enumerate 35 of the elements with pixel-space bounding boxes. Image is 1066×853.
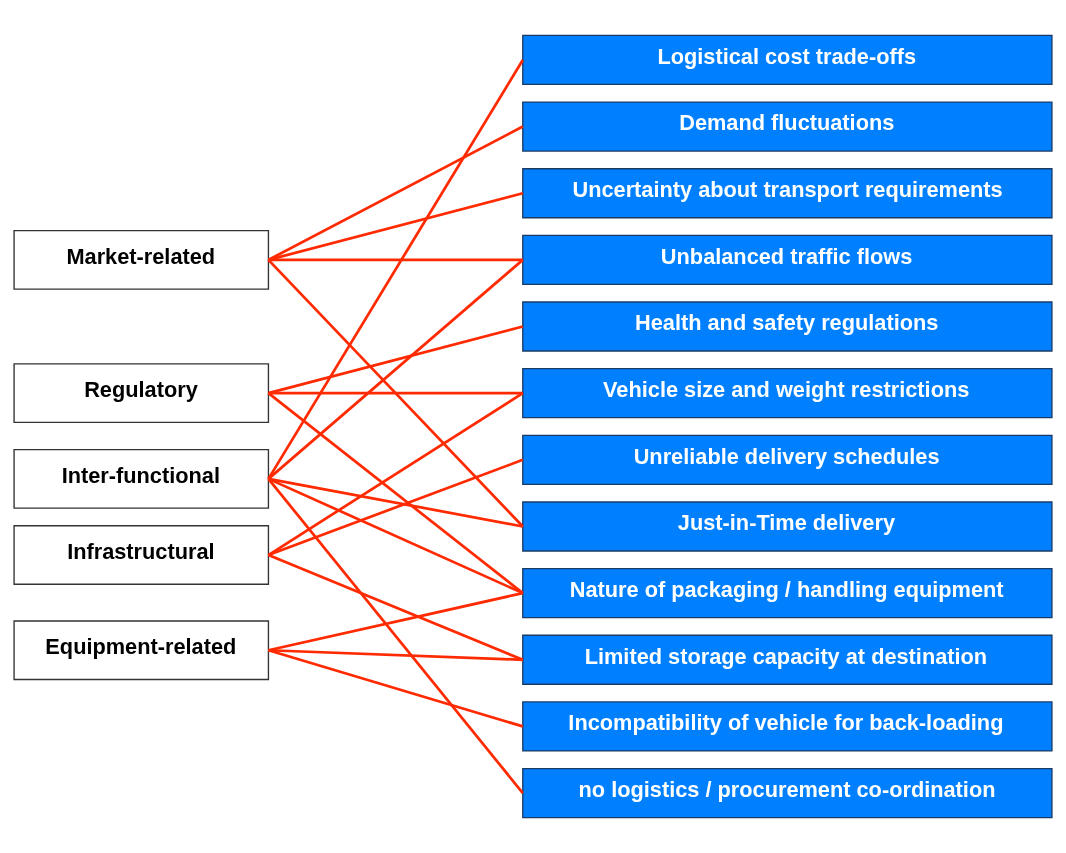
node-box: Inter-functional xyxy=(13,448,270,509)
connector xyxy=(268,477,524,528)
node-box: Health and safety regulations xyxy=(522,301,1053,352)
connector xyxy=(267,59,524,480)
connector xyxy=(267,392,524,557)
node-box: Logistical cost trade-offs xyxy=(522,34,1053,86)
connector xyxy=(267,477,524,595)
connector xyxy=(268,191,524,262)
node-box: Vehicle size and weight restrictions xyxy=(522,368,1053,419)
connector xyxy=(267,258,524,528)
node-box: Equipment-related xyxy=(13,620,270,681)
node-box: Infrastructural xyxy=(13,525,270,585)
connector xyxy=(268,648,523,662)
node-box: Uncertainty about transport requirements xyxy=(522,168,1053,219)
node-box: no logistics / procurement co-ordination xyxy=(522,767,1053,819)
connector xyxy=(267,478,524,794)
connector xyxy=(268,591,524,652)
node-box: Demand fluctuations xyxy=(522,101,1053,152)
node-box: Unreliable delivery schedules xyxy=(522,434,1053,485)
node-box: Incompatibility of vehicle for back-loading xyxy=(522,701,1053,752)
connector xyxy=(268,325,524,395)
node-box: Unbalanced traffic flows xyxy=(522,234,1053,286)
connector xyxy=(267,392,524,595)
connector xyxy=(267,125,524,262)
node-box: Market-related xyxy=(13,229,270,290)
connector xyxy=(267,258,524,480)
node-box: Limited storage capacity at destination xyxy=(522,634,1053,685)
node-box: Regulatory xyxy=(13,363,270,424)
node-box: Just-in-Time delivery xyxy=(522,501,1053,552)
connector xyxy=(268,258,523,262)
connector xyxy=(267,458,524,557)
connector xyxy=(267,553,524,662)
connector xyxy=(268,648,524,728)
connector xyxy=(268,391,523,395)
node-box: Nature of packaging / handling equipment xyxy=(522,567,1053,619)
